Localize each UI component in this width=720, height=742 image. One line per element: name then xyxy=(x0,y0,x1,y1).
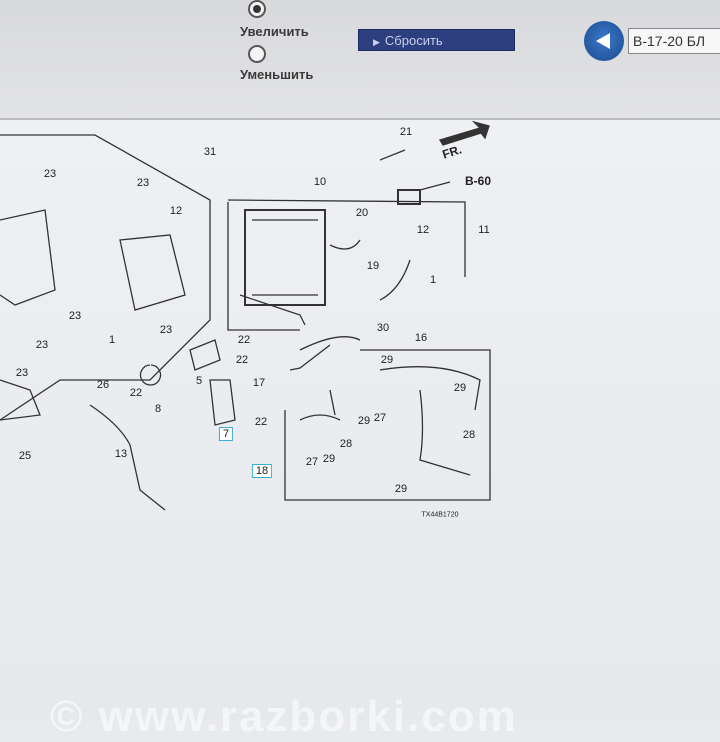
zoom-in-label: Увеличить xyxy=(240,24,309,39)
callout[interactable]: 22 xyxy=(235,354,249,366)
callout[interactable]: 11 xyxy=(478,224,490,236)
reset-label: Сбросить xyxy=(384,33,443,48)
zoom-in-radio[interactable] xyxy=(248,0,266,18)
callout[interactable]: 23 xyxy=(159,324,173,336)
play-icon: ▶ xyxy=(373,37,380,47)
zoom-out-label: Уменьшить xyxy=(240,67,314,82)
callout[interactable]: 27 xyxy=(373,412,387,424)
parts-diagram: 23 23 12 31 21 B-60 10 20 12 11 19 1 23 … xyxy=(0,120,720,741)
reset-button[interactable]: ▶ Сбросить xyxy=(358,29,515,51)
watermark: © www.razborki.com xyxy=(50,692,518,741)
callout[interactable]: 27 xyxy=(305,456,319,468)
callout[interactable]: 23 xyxy=(15,367,29,379)
callout[interactable]: 26 xyxy=(96,379,110,391)
callout[interactable]: 23 xyxy=(35,339,49,351)
callout[interactable]: 30 xyxy=(376,322,390,334)
callout[interactable]: 29 xyxy=(380,354,394,366)
zoom-out-radio[interactable] xyxy=(248,45,266,63)
callout[interactable]: 13 xyxy=(114,448,128,460)
callout[interactable]: 19 xyxy=(366,260,380,272)
callout[interactable]: B-60 xyxy=(464,174,492,188)
callout[interactable]: 1 xyxy=(429,274,437,286)
callout-boxed[interactable]: 18 xyxy=(251,464,273,478)
callout[interactable]: 12 xyxy=(416,224,430,236)
callout[interactable]: 29 xyxy=(453,382,467,394)
diagram-drawing xyxy=(0,120,491,511)
callout[interactable]: 22 xyxy=(254,416,268,428)
callout[interactable]: 10 xyxy=(313,176,327,188)
callout[interactable]: 17 xyxy=(252,377,266,389)
toolbar: Увеличить Уменьшить ▶ Сбросить B-17-20 БЛ xyxy=(0,0,720,120)
callout[interactable]: 22 xyxy=(237,334,251,346)
callout[interactable]: 25 xyxy=(18,450,32,462)
callout[interactable]: 21 xyxy=(399,126,413,138)
callout-boxed[interactable]: 7 xyxy=(218,427,234,441)
callout[interactable]: 20 xyxy=(355,207,369,219)
callout[interactable]: 16 xyxy=(414,332,428,344)
callout[interactable]: 8 xyxy=(154,403,162,415)
part-code-field[interactable]: B-17-20 БЛ xyxy=(628,28,720,54)
callout[interactable]: 23 xyxy=(68,310,82,322)
diagram-code: TX44B1720 xyxy=(421,511,459,519)
back-button[interactable] xyxy=(584,21,624,61)
callout[interactable]: 22 xyxy=(129,387,143,399)
callout[interactable]: 29 xyxy=(394,483,408,495)
callout[interactable]: 29 xyxy=(322,453,336,465)
callout[interactable]: 23 xyxy=(43,168,57,180)
callout[interactable]: 1 xyxy=(108,334,116,346)
callout[interactable]: 12 xyxy=(169,205,183,217)
callout[interactable]: 28 xyxy=(339,438,353,450)
callout[interactable]: 5 xyxy=(195,375,203,387)
callout[interactable]: 23 xyxy=(136,177,150,189)
callout[interactable]: 29 xyxy=(357,415,371,427)
callout[interactable]: 31 xyxy=(203,146,217,158)
callout[interactable]: 28 xyxy=(462,429,476,441)
